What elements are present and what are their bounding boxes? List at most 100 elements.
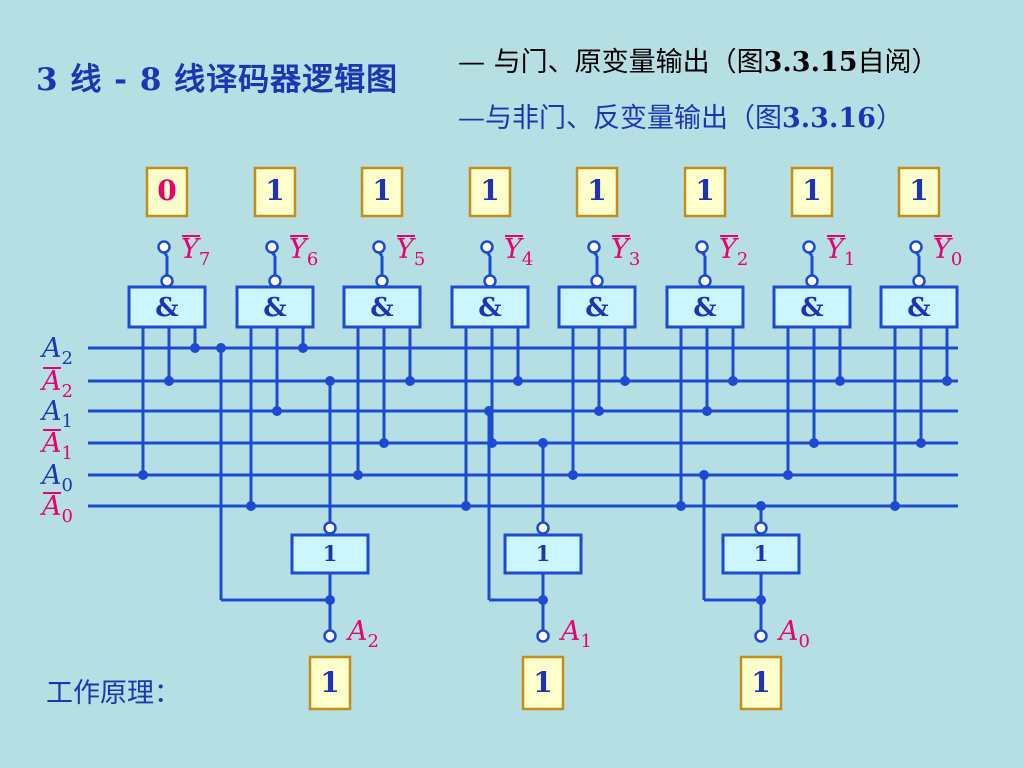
junction-dot: [353, 470, 363, 480]
input-value: 1: [320, 666, 339, 699]
gate-symbol: &: [263, 293, 286, 323]
inverter-output-label: A0: [776, 616, 810, 652]
input-label-subscript: 0: [62, 506, 73, 527]
output-label-letter: Y: [181, 234, 201, 265]
output-value: 1: [265, 174, 284, 207]
output-label-letter: Y: [933, 234, 953, 265]
junction-dot: [809, 438, 819, 448]
inversion-bubble: [754, 521, 768, 535]
note-and-figure-num: 3.3.15: [763, 47, 858, 78]
output-label: Y6: [289, 234, 318, 270]
output-label-subscript: 1: [844, 249, 855, 270]
output-value-box: [253, 166, 297, 218]
junction-dot: [461, 501, 471, 511]
output-value: 1: [909, 174, 928, 207]
inversion-bubble: [587, 240, 601, 254]
input-label-subscript: 1: [62, 443, 73, 464]
gate-symbol: &: [585, 293, 608, 323]
gate-symbol: &: [478, 293, 501, 323]
input-label-letter: A: [39, 366, 62, 397]
junction-dot: [942, 376, 952, 386]
inversion-bubble: [372, 240, 386, 254]
input-label: A1: [39, 396, 73, 432]
note-nand-figure-num: 3.3.16: [782, 103, 876, 134]
input-label: A1: [39, 428, 73, 464]
input-value: 1: [751, 666, 770, 699]
gate-symbol: &: [370, 293, 393, 323]
junction-dot: [216, 343, 226, 353]
output-label: Y2: [719, 234, 748, 270]
inversion-bubble: [375, 274, 389, 288]
page-title: 3 线 - 8 线译码器逻辑图: [36, 62, 399, 98]
note-and-prefix: — 与门、原变量输出（图: [458, 47, 764, 78]
output-value-box: [468, 166, 512, 218]
inversion-bubble: [802, 240, 816, 254]
input-value-box: [739, 655, 783, 711]
junction-dot: [405, 376, 415, 386]
junction-dot: [568, 470, 578, 480]
input-value-box: [308, 655, 352, 711]
inverter-output-label-letter: A: [345, 616, 368, 647]
junction-dot: [325, 376, 335, 386]
inversion-bubble: [536, 629, 550, 643]
output-label: Y4: [504, 234, 533, 270]
input-label-subscript: 1: [62, 411, 73, 432]
output-value-box: [897, 166, 941, 218]
junction-dot: [620, 376, 630, 386]
output-label-subscript: 6: [307, 249, 318, 270]
output-label-letter: Y: [826, 234, 846, 265]
gate-symbol: &: [693, 293, 716, 323]
junction-dot: [594, 406, 604, 416]
and-gate: [127, 285, 207, 329]
inverter-output-label-letter: A: [558, 616, 581, 647]
output-label-letter: Y: [289, 234, 309, 265]
working-principle-label: 工作原理：: [46, 678, 181, 709]
output-label-subscript: 4: [522, 249, 533, 270]
and-gate: [665, 285, 745, 329]
output-label: Y0: [933, 234, 962, 270]
inverter-output-label: A1: [558, 616, 592, 652]
inverter-symbol: 1: [536, 541, 551, 566]
and-gate: [235, 285, 315, 329]
output-value-box: [145, 166, 189, 218]
inverter-symbol: 1: [754, 541, 769, 566]
inversion-bubble: [323, 521, 337, 535]
output-value-box: [575, 166, 619, 218]
output-value: 0: [157, 174, 176, 207]
inverter-output-label-letter: A: [776, 616, 799, 647]
output-value-box: [683, 166, 727, 218]
inverter-gate: [290, 533, 370, 575]
junction-dot: [699, 470, 709, 480]
input-label-letter: A: [39, 428, 62, 459]
inversion-bubble: [695, 240, 709, 254]
input-label: A0: [39, 491, 73, 527]
inversion-bubble: [323, 629, 337, 643]
inversion-bubble: [912, 274, 926, 288]
inversion-bubble: [157, 240, 171, 254]
output-label-subscript: 2: [737, 249, 748, 270]
and-gate: [879, 285, 959, 329]
junction-dot: [728, 376, 738, 386]
output-value: 1: [802, 174, 821, 207]
output-label-letter: Y: [719, 234, 739, 265]
input-label: A2: [39, 333, 73, 369]
gate-symbol: &: [907, 293, 930, 323]
output-label-subscript: 5: [414, 249, 425, 270]
junction-dot: [916, 438, 926, 448]
input-label-subscript: 0: [62, 475, 73, 496]
junction-dot: [138, 470, 148, 480]
and-gate: [342, 285, 422, 329]
output-value: 1: [372, 174, 391, 207]
output-label: Y5: [396, 234, 425, 270]
inverter-output-label-subscript: 1: [581, 631, 592, 652]
junction-dot: [513, 376, 523, 386]
output-value: 1: [480, 174, 499, 207]
output-value-box: [360, 166, 404, 218]
inverter-output-label-subscript: 0: [799, 631, 810, 652]
input-label: A0: [39, 460, 73, 496]
output-label-letter: Y: [611, 234, 631, 265]
junction-dot: [272, 406, 282, 416]
output-value: 1: [587, 174, 606, 207]
inverter-gate: [721, 533, 801, 575]
